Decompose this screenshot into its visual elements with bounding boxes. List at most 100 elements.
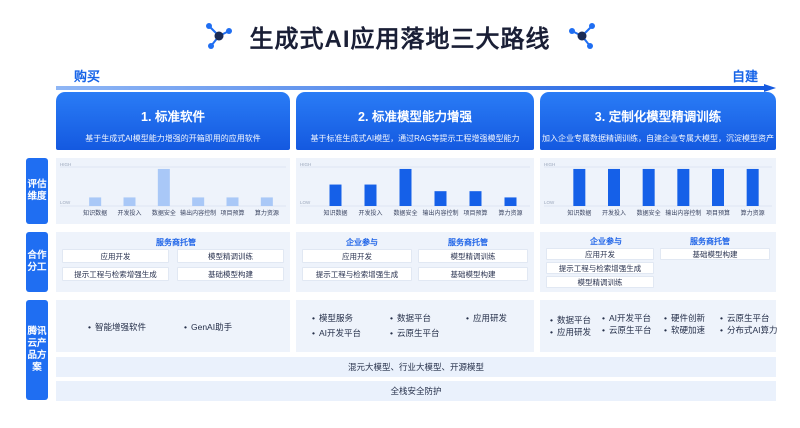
- collab-chip: 基础模型构建: [177, 267, 284, 281]
- route-subtitle: 加入企业专属数据精调训练，自建企业专属大模型，沉淀模型资产: [542, 134, 774, 143]
- category-label: 算力资源: [741, 209, 765, 217]
- direction-label-build: 自建: [731, 69, 758, 84]
- product-item: 软硬加速: [664, 324, 705, 336]
- route-header-2: 2. 标准模型能力增强 基于标准生成式AI模型，通过RAG等提示工程增强模型能力: [296, 92, 534, 150]
- evaluation-chart-svg: HIGHLOW知识数据开发投入数据安全输出内容控制项目预算算力资源: [60, 162, 286, 217]
- bar-2: [123, 197, 136, 206]
- category-label: 数据安全: [637, 209, 661, 217]
- bar-4: [677, 168, 690, 206]
- collab-chip: 模型精调训练: [546, 276, 654, 288]
- axis-low-label: LOW: [544, 200, 555, 205]
- product-item: AI开发平台: [602, 312, 651, 324]
- molecule-icon-left: [205, 23, 232, 49]
- bar-6: [260, 197, 273, 206]
- product-item: 分布式AI算力: [720, 324, 778, 336]
- collab-heading: 企业参与: [590, 237, 622, 246]
- molecule-icon-right: [568, 23, 595, 49]
- route-title: 3. 定制化模型精调训练: [594, 110, 722, 124]
- product-item: 云原生平台: [602, 324, 652, 336]
- route-title: 2. 标准模型能力增强: [358, 110, 472, 124]
- bar-5: [226, 197, 239, 206]
- collab-chip: 应用开发: [546, 248, 654, 260]
- row-label-products: 腾讯云产品方案: [26, 300, 48, 400]
- product-item: 应用研发: [466, 312, 507, 324]
- product-item: 云原生平台: [720, 312, 770, 324]
- collab-chip: 提示工程与检索增强生成: [546, 262, 654, 274]
- category-label: 算力资源: [498, 209, 522, 217]
- category-label: 知识数据: [83, 209, 107, 217]
- evaluation-chart-svg: HIGHLOW知识数据开发投入数据安全输出内容控制项目预算算力资源: [300, 162, 530, 217]
- category-label: 数据安全: [152, 209, 176, 217]
- collab-heading: 服务商托管: [690, 237, 730, 246]
- collab-chip: 应用开发: [302, 249, 412, 263]
- category-label: 项目预算: [706, 209, 730, 217]
- axis-high-label: HIGH: [60, 162, 71, 167]
- title-row: 生成式AI应用落地三大路线: [0, 16, 800, 56]
- bar-6: [746, 168, 759, 206]
- category-label: 项目预算: [220, 209, 244, 217]
- category-label: 开发投入: [602, 209, 626, 217]
- collab-chip: 提示工程与检索增强生成: [302, 267, 412, 281]
- bar-2: [364, 184, 377, 206]
- evaluation-chart-svg: HIGH LOW 知识数据 开发投入 数据安全输出内容控制项目预算 算力资源: [544, 162, 772, 217]
- collab-chip: 模型精调训练: [418, 249, 528, 263]
- product-item: 模型服务: [312, 312, 353, 324]
- collab-panel-3: 企业参与 服务商托管 应用开发 基础模型构建 提示工程与检索增强生成 模型精调训…: [540, 232, 776, 292]
- category-label: 输出内容控制: [180, 209, 216, 217]
- bar-4: [434, 191, 447, 206]
- collab-panel-2: 企业参与 服务商托管 应用开发 模型精调训练 提示工程与检索增强生成 基础模型构…: [296, 232, 534, 292]
- evaluation-chart-3: HIGH LOW 知识数据 开发投入 数据安全输出内容控制项目预算 算力资源: [540, 158, 776, 224]
- product-item: 数据平台: [390, 312, 431, 324]
- bar-5: [712, 168, 724, 206]
- product-item: 数据平台: [550, 314, 591, 326]
- category-label: 项目预算: [463, 209, 487, 217]
- product-item: 云原生平台: [390, 327, 440, 339]
- bar-3: [157, 168, 170, 206]
- axis-low-label: LOW: [300, 200, 311, 205]
- bar-1: [573, 168, 586, 206]
- axis-low-label: LOW: [60, 200, 71, 205]
- product-item: AI开发平台: [312, 327, 361, 339]
- route-subtitle: 基于标准生成式AI模型，通过RAG等提示工程增强模型能力: [310, 134, 520, 143]
- bar-4: [192, 197, 205, 206]
- product-item: 应用研发: [550, 326, 591, 338]
- route-title: 1. 标准软件: [141, 110, 205, 124]
- bar-1: [89, 197, 102, 206]
- security-bar: 全栈安全防护: [56, 381, 776, 401]
- category-label: 输出内容控制: [665, 209, 701, 217]
- collab-chip: 基础模型构建: [418, 267, 528, 281]
- product-item: GenAI助手: [184, 321, 232, 333]
- model-foundation-bar: 混元大模型、行业大模型、开源模型: [56, 357, 776, 377]
- collab-panel-1: 服务商托管 应用开发 模型精调训练 提示工程与检索增强生成 基础模型构建: [56, 232, 290, 292]
- bar-1: [329, 184, 342, 206]
- axis-high-label: HIGH: [544, 162, 555, 167]
- category-label: 输出内容控制: [422, 209, 458, 217]
- route-subtitle: 基于生成式AI模型能力增强的开箱即用的应用软件: [85, 134, 261, 143]
- collab-chip: 应用开发: [62, 249, 169, 263]
- category-label: 知识数据: [323, 209, 347, 217]
- products-panel-2: 模型服务 数据平台 应用研发 AI开发平台 云原生平台: [296, 300, 534, 352]
- collab-heading: 服务商托管: [448, 238, 488, 247]
- axis-high-label: HIGH: [300, 162, 311, 167]
- product-item: 硬件创新: [664, 312, 705, 324]
- collab-chip: 模型精调训练: [177, 249, 284, 263]
- bar-5: [469, 191, 482, 206]
- collab-heading: 服务商托管: [156, 238, 196, 247]
- collab-chip: 基础模型构建: [660, 248, 770, 260]
- category-label: 开发投入: [358, 209, 382, 217]
- bar-3: [642, 168, 655, 206]
- bar-2: [608, 168, 620, 206]
- direction-row: 购买 自建: [56, 66, 776, 92]
- row-label-evaluation: 评估维度: [26, 158, 48, 224]
- collab-chip: 提示工程与检索增强生成: [62, 267, 169, 281]
- products-panel-3: 数据平台 AI开发平台 硬件创新 云原生平台 应用研发 云原生平台 软硬加速 分…: [540, 300, 778, 352]
- category-label: 开发投入: [117, 209, 141, 217]
- direction-label-buy: 购买: [74, 69, 101, 84]
- route-header-1: 1. 标准软件 基于生成式AI模型能力增强的开箱即用的应用软件: [56, 92, 290, 150]
- products-panel-1: 智能增强软件 GenAI助手: [56, 300, 290, 352]
- bar-6: [504, 197, 517, 206]
- category-label: 知识数据: [567, 209, 591, 217]
- collab-heading: 企业参与: [346, 238, 378, 247]
